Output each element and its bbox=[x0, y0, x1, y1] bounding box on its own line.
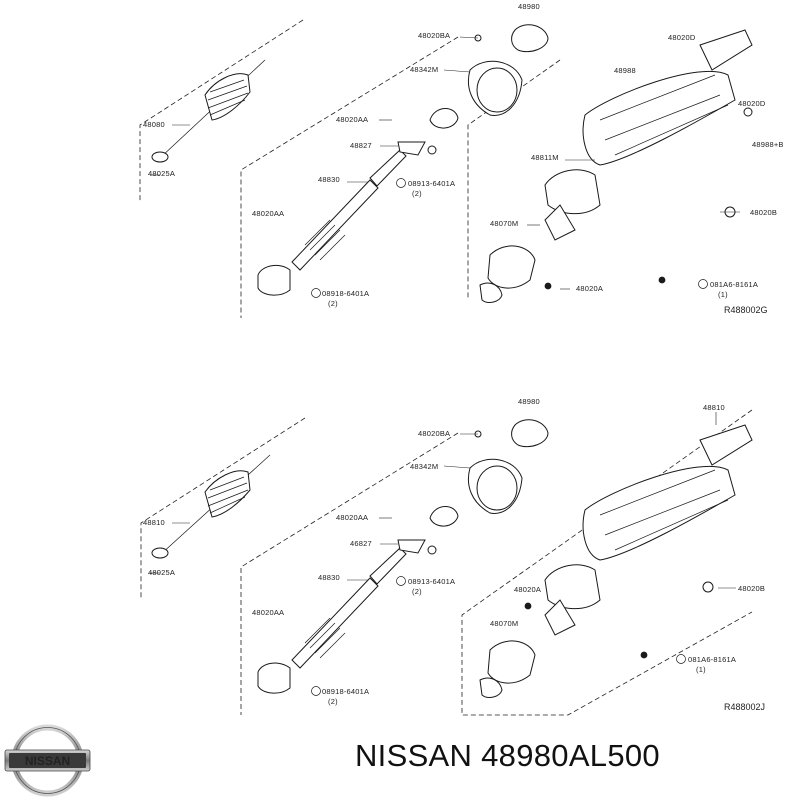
label: 081A6-8161A bbox=[688, 655, 736, 664]
label: 48025A bbox=[148, 568, 175, 577]
universal-joint-48070M bbox=[479, 640, 648, 698]
label: 48988 bbox=[614, 66, 636, 75]
nissan-logo-icon: NISSAN bbox=[4, 724, 91, 797]
label: 48070M bbox=[490, 619, 518, 628]
label: 48070M bbox=[490, 219, 518, 228]
label: 48080 bbox=[143, 120, 165, 129]
reference-code: R488002G bbox=[724, 305, 768, 315]
diagram-top: 48980 48020BA 48342M 48020AA 48827 08913… bbox=[139, 2, 784, 318]
label: 48020AA bbox=[336, 513, 368, 522]
leader-lines-top bbox=[150, 36, 740, 290]
label: 48342M bbox=[410, 65, 438, 74]
label: 48020A bbox=[576, 284, 603, 293]
logo-text: NISSAN bbox=[25, 754, 70, 768]
label: 48020D bbox=[668, 33, 696, 42]
circle-markers-bottom bbox=[311, 576, 686, 696]
circle-markers-top bbox=[311, 178, 708, 298]
universal-joint-48070M bbox=[479, 245, 666, 303]
label: 48810 bbox=[703, 403, 725, 412]
steering-column-48810 bbox=[524, 424, 753, 636]
part-labels-bottom: 48980 48020BA 48342M 48020AA 46827 08913… bbox=[143, 397, 765, 712]
diagram-bottom: 48980 48020BA 48342M 48020AA 46827 08913… bbox=[140, 397, 765, 716]
label: 48811M bbox=[531, 153, 559, 162]
label: 48020AA bbox=[252, 209, 284, 218]
label: (1) bbox=[696, 665, 706, 674]
label: 48020AA bbox=[336, 115, 368, 124]
label: 081A6-8161A bbox=[710, 280, 758, 289]
label: 48830 bbox=[318, 175, 340, 184]
label: 48980 bbox=[518, 397, 540, 406]
label: 08918-6401A bbox=[322, 289, 369, 298]
label: 48020D bbox=[738, 99, 766, 108]
label: (2) bbox=[328, 697, 338, 706]
steering-shaft-48830 bbox=[257, 149, 407, 296]
label: 48827 bbox=[350, 141, 372, 150]
label: 48980 bbox=[518, 2, 540, 11]
label: 48020AA bbox=[252, 608, 284, 617]
steering-shaft-48830 bbox=[257, 547, 407, 694]
label: (2) bbox=[412, 189, 422, 198]
label: 08913-6401A bbox=[408, 179, 455, 188]
column-cover-parts-top bbox=[397, 24, 549, 156]
label: 48020B bbox=[750, 208, 777, 217]
label: 08918-6401A bbox=[322, 687, 369, 696]
label: 48830 bbox=[318, 573, 340, 582]
part-labels-top: 48980 48020BA 48342M 48020AA 48827 08913… bbox=[143, 2, 784, 315]
label: 48025A bbox=[148, 169, 175, 178]
label: 48020A bbox=[514, 585, 541, 594]
steering-column-48811M bbox=[544, 29, 753, 241]
reference-code: R488002J bbox=[724, 702, 765, 712]
label: (1) bbox=[718, 290, 728, 299]
label: 46827 bbox=[350, 539, 372, 548]
part-number-caption: NISSAN 48980AL500 bbox=[355, 738, 660, 773]
label: (2) bbox=[328, 299, 338, 308]
label: 48020BA bbox=[418, 31, 450, 40]
column-cover-parts-bottom bbox=[397, 419, 549, 555]
label: 48988+B bbox=[752, 140, 784, 149]
label: (2) bbox=[412, 587, 422, 596]
label: 48810 bbox=[143, 518, 165, 527]
label: 48020BA bbox=[418, 429, 450, 438]
label: 08913-6401A bbox=[408, 577, 455, 586]
steering-boot-48080 bbox=[151, 59, 266, 163]
label: 48020B bbox=[738, 584, 765, 593]
leader-lines-bottom bbox=[150, 412, 736, 589]
label: 48342M bbox=[410, 462, 438, 471]
steering-boot-48810 bbox=[151, 454, 271, 559]
